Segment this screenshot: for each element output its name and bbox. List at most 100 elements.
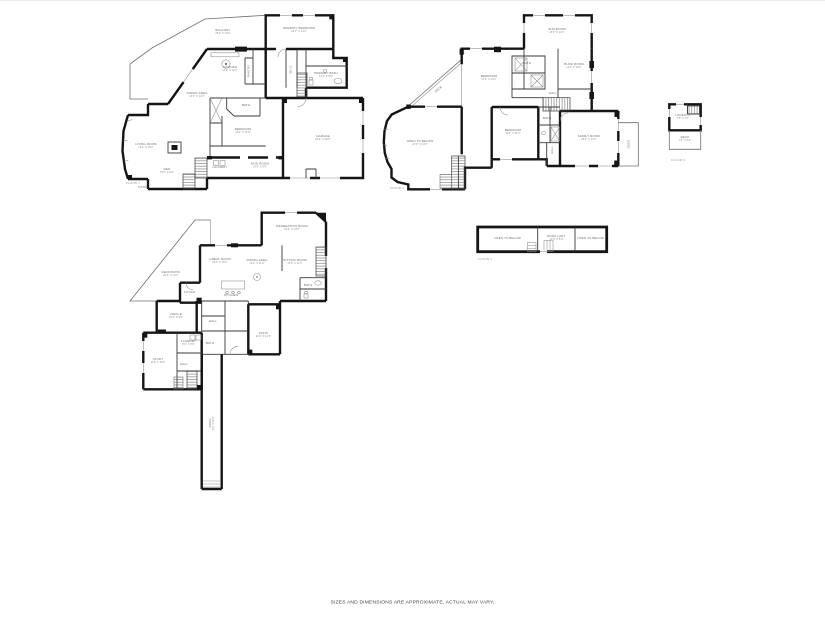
room-dims: 14'0" X 12'0" [222, 69, 237, 72]
windows [382, 13, 621, 192]
room-dims: 16'0" X 12'0" [549, 31, 564, 34]
room-label: BATH [523, 61, 531, 65]
windows [667, 102, 703, 125]
room-dims: 16'0" X 14'0" [291, 30, 306, 33]
deck-outline [129, 219, 211, 302]
room-label: OFFICE [170, 312, 182, 316]
room-dims: 14'0" X 12'0" [189, 95, 204, 98]
room-label: DOCK [208, 418, 212, 427]
room-label: HALL [549, 91, 557, 95]
room-dims: 7'6" X 5'0" [679, 139, 691, 142]
room-dims: 19'0" X 16'0" [138, 146, 153, 149]
room-dims: 7'6" X 7'0" [677, 117, 689, 120]
room-label: DINING AREA [187, 91, 208, 95]
room-dims: 8'0" X 6'0" [182, 343, 194, 346]
room-label: BATH [242, 103, 250, 107]
room-dims: 12'0" X 8'0" [550, 238, 564, 241]
room-label: KITCHEN [224, 293, 238, 297]
room-label: GREAT ROOM [209, 257, 231, 261]
room-label: LIVING ROOM [135, 142, 157, 146]
room-dims: 12'0" X 11'6" [235, 131, 250, 134]
room-label: PRIMARY BEDROOM [283, 26, 315, 30]
room-label: W.I.C. [289, 65, 293, 74]
room-dims: 10'0" X 9'6" [169, 316, 183, 319]
floor-caption: FLOOR 1 [126, 181, 140, 185]
room-label: LAUNDRY [181, 339, 196, 343]
room-label: BEDROOM [235, 127, 252, 131]
room-label: PATIO [259, 331, 269, 335]
dock-walkway [200, 354, 223, 491]
room-dims: 12'0" X 9'0" [319, 75, 333, 78]
fixtures [185, 273, 322, 488]
wall-chunks [143, 243, 280, 390]
wall-chunks [128, 15, 363, 179]
floor-caption: FLOOR 4 [671, 158, 685, 162]
room-label: SUN ROOM [548, 27, 566, 31]
room-dims: 12'0" X 10'6" [566, 66, 581, 69]
room-dims: 12'6" X 11'0" [505, 132, 520, 135]
room-label: GARAGE [316, 134, 330, 138]
room-label: BALCONY [215, 28, 230, 32]
room-label: PRIMARY BATH [314, 71, 338, 75]
room-dims: 24'0" X 26'0" [315, 138, 330, 141]
stairs [182, 72, 308, 190]
wall-chunks [406, 46, 619, 167]
windows [181, 13, 365, 180]
room-dims: 14'0" X 6'6" [253, 166, 267, 169]
room-label: KITCHEN [223, 65, 237, 69]
room-label: HALL [209, 319, 217, 323]
room-label: OPEN TO BELOW [577, 236, 604, 240]
room-label: BATH [304, 283, 312, 287]
room-label: HALL [550, 146, 554, 154]
room-label: DECK [434, 85, 443, 94]
stairs [173, 246, 327, 390]
room-label: BATH [206, 341, 214, 345]
room-dims: 12'0" X 11'6" [287, 262, 302, 265]
interior-walls [209, 49, 347, 178]
room-label: BEDROOM [505, 128, 522, 132]
room-dims: 18'0" X 15'6" [212, 261, 227, 264]
interior-walls [511, 48, 592, 166]
deck-outline [408, 58, 462, 107]
balcony-outline [129, 14, 266, 100]
room-label: SITTING ROOM [283, 258, 307, 262]
room-label: OPEN TO BELOW [494, 236, 521, 240]
fixtures [122, 48, 343, 166]
room-label: DEN [164, 167, 171, 171]
room-label: DECK [627, 140, 631, 149]
room-label: BUNK ROOM [564, 62, 584, 66]
fixtures [499, 57, 569, 142]
room-dims: 26'0" X 24'0" [412, 143, 427, 146]
room-label: LOOKOUT [675, 113, 691, 117]
room-label: OPEN TO BELOW [407, 139, 434, 143]
room-label: BATH [543, 116, 551, 120]
room-dims: 14'0" X 13'0" [481, 78, 496, 81]
room-label: RECREATION ROOM [276, 224, 308, 228]
room-label: FAMILY ROOM [578, 134, 600, 138]
room-dims: 11'6" X 12'0" [150, 361, 165, 364]
room-label: DECK [681, 135, 690, 139]
room-dims: 20'0" X 17'0" [581, 138, 596, 141]
side-deck-outline [618, 122, 639, 167]
room-dims: 19'6" X 14'0" [284, 228, 299, 231]
room-label: BEDROOM [481, 74, 498, 78]
room-dims: 6'0" X 40'0" [212, 416, 215, 430]
room-dims: 30'0" X 14'0" [163, 274, 178, 277]
room-dims: 10'0" X 16'0" [256, 335, 271, 338]
room-label: FOYER [184, 290, 196, 294]
room-label: BUNK LOFT [548, 234, 566, 238]
room-label: HALL [180, 362, 188, 366]
interior-walls [176, 245, 326, 390]
room-label: STUDY [153, 357, 164, 361]
floor-caption: FLOOR 3 [478, 257, 492, 261]
stairs [439, 97, 571, 190]
room-label: DECK/PATIO [162, 270, 181, 274]
